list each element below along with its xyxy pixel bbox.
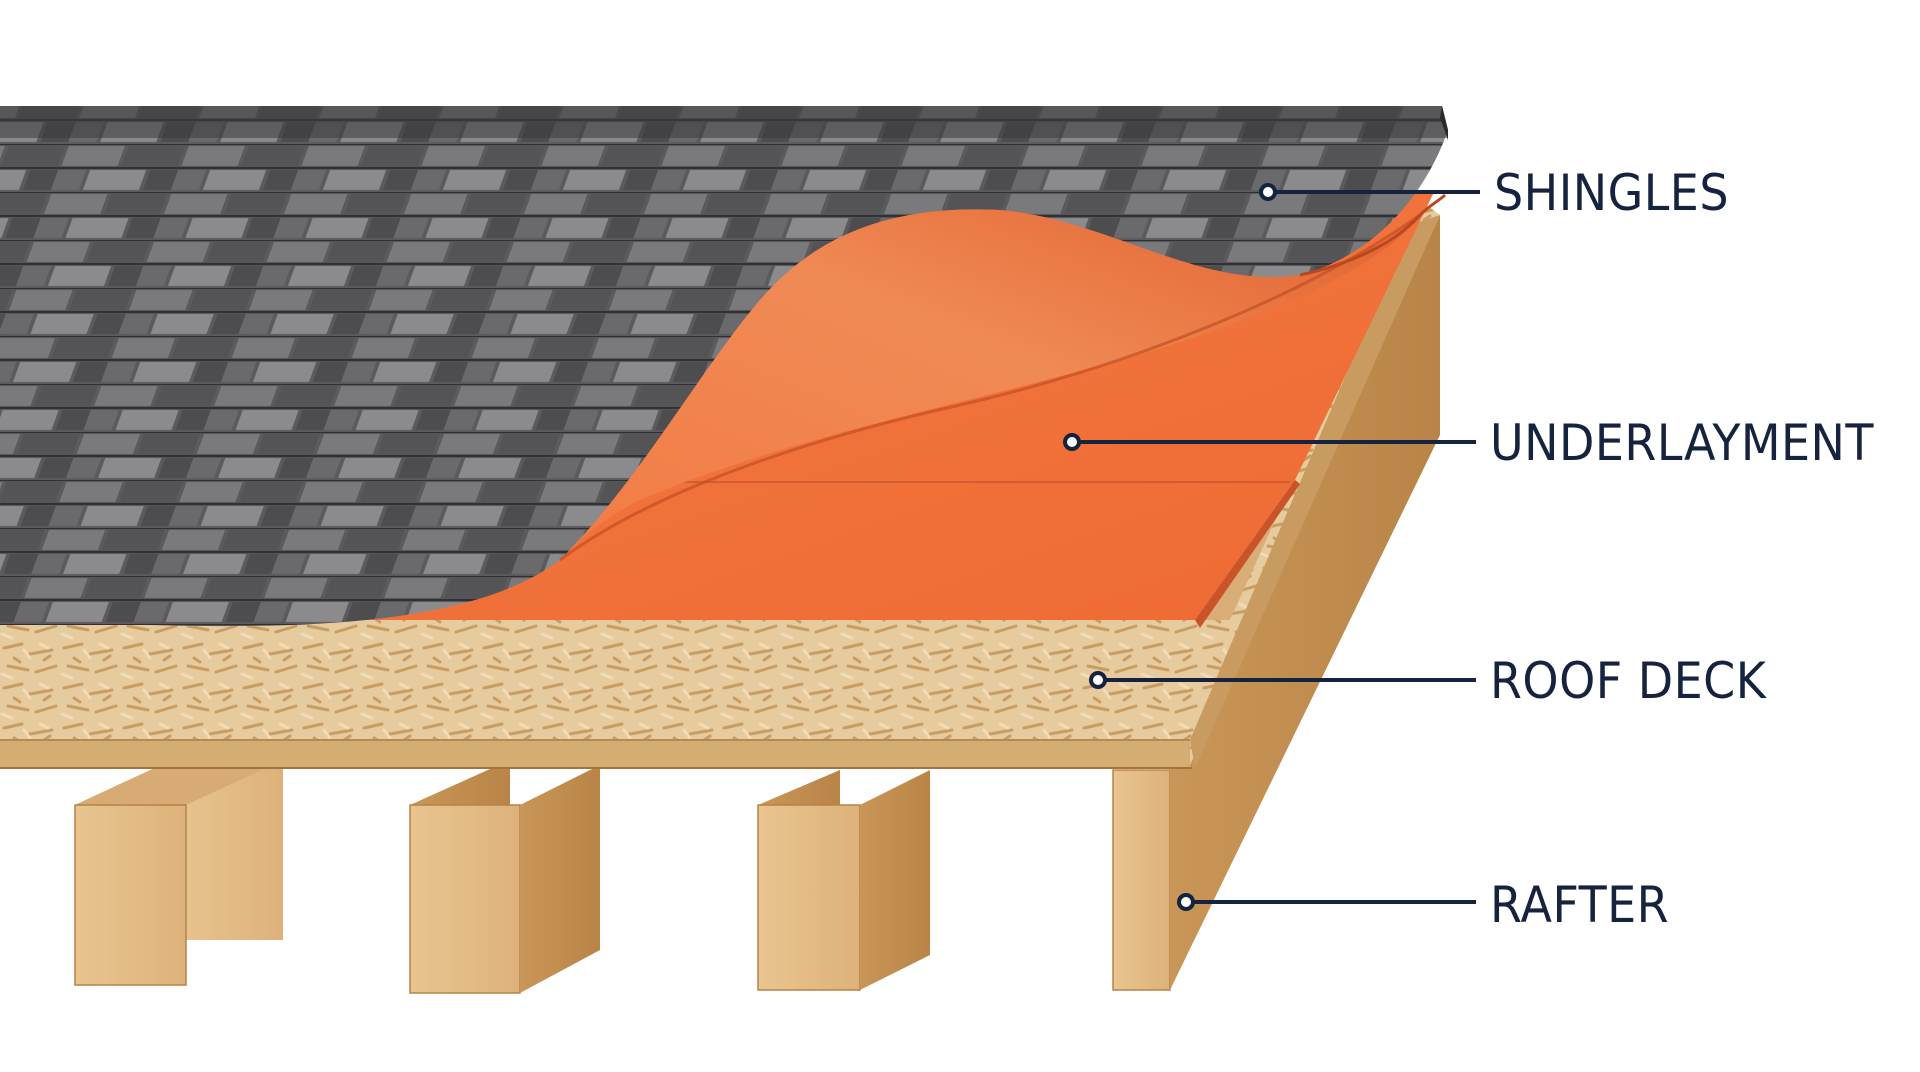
label-rafter: RAFTER	[1490, 876, 1670, 934]
rafter-2	[409, 760, 600, 994]
roof-deck	[0, 200, 1440, 769]
leader-rafter	[1177, 893, 1476, 911]
leader-shingles	[1259, 183, 1480, 201]
rafter-1	[74, 760, 283, 986]
leader-roof-deck	[1089, 671, 1476, 689]
label-shingles: SHINGLES	[1494, 164, 1729, 222]
shingle-layer	[0, 106, 1448, 627]
label-roof-deck: ROOF DECK	[1490, 652, 1767, 710]
underlayment-curl	[559, 193, 1447, 562]
leader-lines	[1063, 183, 1480, 911]
leader-underlayment	[1063, 433, 1476, 451]
rafter-3	[757, 770, 930, 991]
label-underlayment: UNDERLAYMENT	[1490, 414, 1874, 472]
